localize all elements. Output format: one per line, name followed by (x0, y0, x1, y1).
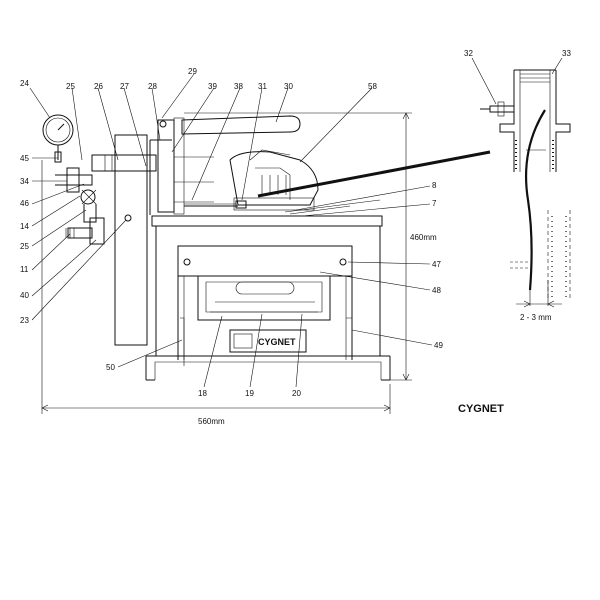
callout-40: 40 (20, 291, 29, 300)
callout-50: 50 (106, 363, 115, 372)
burner-plate (157, 117, 214, 215)
callout-27: 27 (120, 82, 129, 91)
callout-33: 33 (562, 49, 571, 58)
gap-dimension-label: 2 - 3 mm (520, 313, 552, 322)
leader-lines (29, 73, 433, 388)
detail-inset (471, 57, 571, 308)
callout-45: 45 (20, 154, 29, 163)
callout-14: 14 (20, 222, 29, 231)
callout-25-top: 25 (66, 82, 75, 91)
callout-18: 18 (198, 389, 207, 398)
front-panel (177, 245, 353, 360)
callout-23: 23 (20, 316, 29, 325)
fire-body (145, 215, 391, 381)
callout-7: 7 (432, 199, 437, 208)
height-dimension-label: 460mm (410, 233, 437, 242)
right-bracket (346, 317, 353, 334)
callout-38: 38 (234, 82, 243, 91)
callout-34: 34 (20, 177, 29, 186)
callout-labels: 24 25 26 27 28 29 39 38 31 30 58 45 34 4… (20, 49, 571, 398)
width-dimension (41, 160, 391, 414)
callout-31: 31 (258, 82, 267, 91)
callout-26: 26 (94, 82, 103, 91)
callout-48: 48 (432, 286, 441, 295)
gas-tube (91, 154, 157, 172)
callout-47: 47 (432, 260, 441, 269)
callout-25-bottom: 25 (20, 242, 29, 251)
drawing-title: CYGNET (458, 403, 504, 415)
callout-49: 49 (434, 341, 443, 350)
left-bracket (180, 317, 185, 366)
callout-30: 30 (284, 82, 293, 91)
height-dimension (184, 112, 412, 381)
callout-28: 28 (148, 82, 157, 91)
width-dimension-label: 560mm (198, 417, 225, 426)
handle (181, 115, 301, 135)
callout-58: 58 (368, 82, 377, 91)
probe-lead (284, 199, 381, 215)
callout-24: 24 (20, 79, 29, 88)
callout-39: 39 (208, 82, 217, 91)
callout-8: 8 (432, 181, 437, 190)
callout-29: 29 (188, 67, 197, 76)
callout-11: 11 (20, 265, 29, 274)
thermocouple (184, 200, 247, 209)
callout-20: 20 (292, 389, 301, 398)
valve-assembly (55, 167, 132, 245)
callout-46: 46 (20, 199, 29, 208)
callout-19: 19 (245, 389, 254, 398)
pressure-gauge (42, 114, 74, 163)
name-plate-text: CYGNET (258, 337, 296, 347)
left-column (114, 134, 172, 346)
callout-32: 32 (464, 49, 473, 58)
detail-leader (257, 150, 491, 198)
